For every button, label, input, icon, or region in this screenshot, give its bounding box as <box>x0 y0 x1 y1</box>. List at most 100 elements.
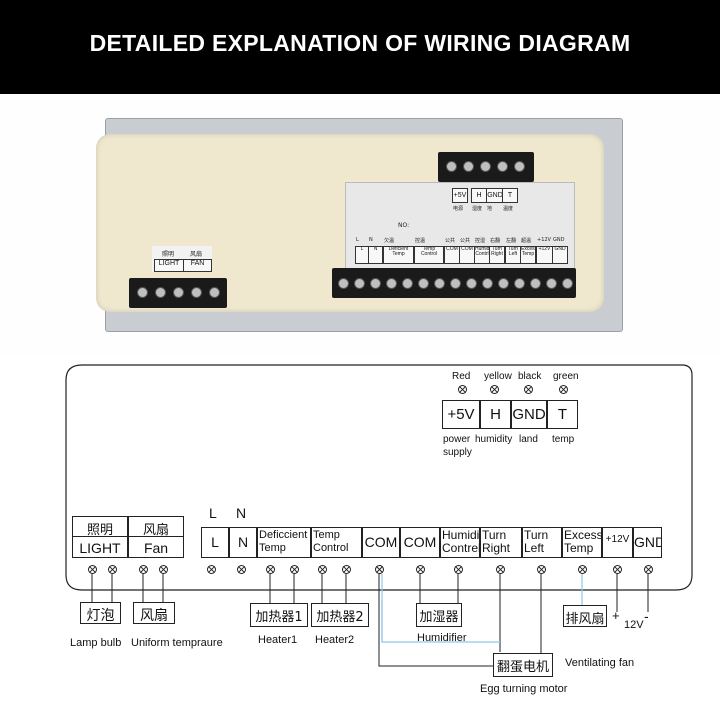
main-terminal-label: Turn Right <box>482 528 511 555</box>
photo-main-cn: 欠温 <box>384 238 395 244</box>
terminal-screw-icon <box>207 565 216 574</box>
ln-label-l: L <box>209 505 217 521</box>
main-terminal-label: Excess Temp <box>564 528 602 555</box>
main-terminal-label: N <box>237 534 249 550</box>
photo-left-screw <box>155 287 166 298</box>
load-heater2-box: 加热器2 <box>311 603 369 627</box>
photo-main-box: Turn Right <box>489 246 505 264</box>
photo-left-screw <box>137 287 148 298</box>
load-motor-en: Egg turning motor <box>480 683 568 695</box>
load-fan-cn: 风扇 <box>140 608 168 624</box>
photo-main-box: Excess Temp <box>520 246 536 264</box>
photo-main-cn: +12V <box>537 237 551 243</box>
main-terminal-cell: COM <box>362 527 400 558</box>
main-terminal-cell: N <box>229 527 257 558</box>
sensor-terminal-icon <box>559 385 568 394</box>
left-en-label: LIGHT <box>79 540 121 556</box>
sensor-pin-cell: T <box>547 400 578 429</box>
main-terminal-label: Turn Left <box>524 528 549 555</box>
main-terminal-cell: Turn Left <box>522 527 562 558</box>
photo-main-screw <box>402 278 413 289</box>
photo-left-screw <box>173 287 184 298</box>
photo-sensor-pin: GND <box>486 188 504 203</box>
photo-main-cn: L <box>356 237 359 243</box>
photo-main-box: Temp Control <box>414 246 444 264</box>
load-fan-en: Uniform tempraure <box>131 637 223 649</box>
main-terminal-cell: Deficcient Temp <box>257 527 311 558</box>
terminal-screw-icon <box>139 565 148 574</box>
power-voltage: 12V <box>624 619 644 631</box>
load-heater1-box: 加热器1 <box>250 603 308 627</box>
sensor-pin-desc: power supply <box>443 434 472 458</box>
main-terminal-label: Temp Control <box>313 529 349 554</box>
power-minus: - <box>644 608 649 624</box>
main-terminal-cell: COM <box>400 527 440 558</box>
main-terminal-label: Deficcient Temp <box>259 529 308 554</box>
sensor-pin-cell: H <box>480 400 511 429</box>
photo-main-box: L <box>355 246 369 264</box>
load-heater2-cn: 加热器2 <box>316 610 364 625</box>
terminal-screw-icon <box>537 565 546 574</box>
wire-lamp <box>91 574 113 602</box>
main-terminal-cell: L <box>201 527 229 558</box>
sensor-pin-desc: humidity <box>475 434 513 445</box>
main-terminal-cell: GND <box>633 527 662 558</box>
load-exfan-en: Ventilating fan <box>565 657 635 669</box>
sensor-wire-color: yellow <box>484 371 512 382</box>
load-fan-box: 风扇 <box>133 602 175 624</box>
photo-sensor-screw <box>514 161 525 172</box>
sensor-pin-desc: land <box>519 434 538 445</box>
photo-main-box: Turn Left <box>505 246 521 264</box>
main-terminal-label: GND <box>634 534 661 550</box>
sensor-pin-desc: temp <box>552 434 575 445</box>
photo-main-box: +12V <box>536 246 553 264</box>
sensor-terminal-icon <box>524 385 533 394</box>
power-plus: + <box>612 608 620 623</box>
load-motor-cn: 翻蛋电机 <box>496 660 549 675</box>
photo-sensor-pin: +5V <box>452 188 468 203</box>
terminal-screw-icon <box>266 565 275 574</box>
sensor-terminal-icon <box>458 385 467 394</box>
photo-left-light: LIGHT <box>154 259 184 272</box>
wire-heater1 <box>269 574 295 603</box>
photo-sensor-cn: 电源 <box>453 206 464 212</box>
main-terminal-label: +12V <box>605 534 630 545</box>
photo-sensor-cn: 地 <box>487 206 493 212</box>
main-terminal-label: COM <box>364 534 398 550</box>
ln-label-n: N <box>236 505 247 521</box>
load-exfan-box: 排风扇 <box>563 605 607 627</box>
photo-main-box: GND <box>552 246 568 264</box>
main-terminal-cell: Temp Control <box>311 527 362 558</box>
sensor-wire-color: black <box>518 371 542 382</box>
terminal-screw-icon <box>108 565 117 574</box>
photo-sensor-screw <box>446 161 457 172</box>
photo-sensor-screw <box>463 161 474 172</box>
load-humidifier-en: Humidifier <box>417 632 467 644</box>
photo-sensor-cn: 湿度 <box>472 206 483 212</box>
photo-sensor-screw <box>497 161 508 172</box>
photo-sensor-pin: H <box>471 188 487 203</box>
load-lamp-box: 灯泡 <box>80 602 121 624</box>
photo-main-screw <box>562 278 573 289</box>
terminal-screw-icon <box>644 565 653 574</box>
photo-sensor-screw <box>480 161 491 172</box>
left-en-label: Fan <box>143 540 169 556</box>
left-en-cell: Fan <box>128 536 184 558</box>
photo-main-box: N <box>368 246 383 264</box>
terminal-screw-icon <box>613 565 622 574</box>
load-heater1-cn: 加热器1 <box>255 610 303 625</box>
photo-no-label: NO: <box>398 222 410 229</box>
photo-main-screw <box>514 278 525 289</box>
left-cn-cell: 照明 <box>72 516 128 537</box>
sensor-wire-color: Red <box>452 371 471 382</box>
header-banner: DETAILED EXPLANATION OF WIRING DIAGRAM <box>0 0 720 94</box>
main-terminal-cell: Turn Right <box>480 527 522 558</box>
main-terminal-label: L <box>211 534 219 550</box>
main-terminal-label: Humidity Contrel <box>442 528 480 555</box>
photo-main-cn: 超温 <box>521 238 532 244</box>
terminal-screw-icon <box>578 565 587 574</box>
sensor-wire-color: green <box>553 371 579 382</box>
photo-main-cn: 公共 <box>460 238 471 244</box>
main-terminal-cell: Humidity Contrel <box>440 527 480 558</box>
terminal-screw-icon <box>454 565 463 574</box>
